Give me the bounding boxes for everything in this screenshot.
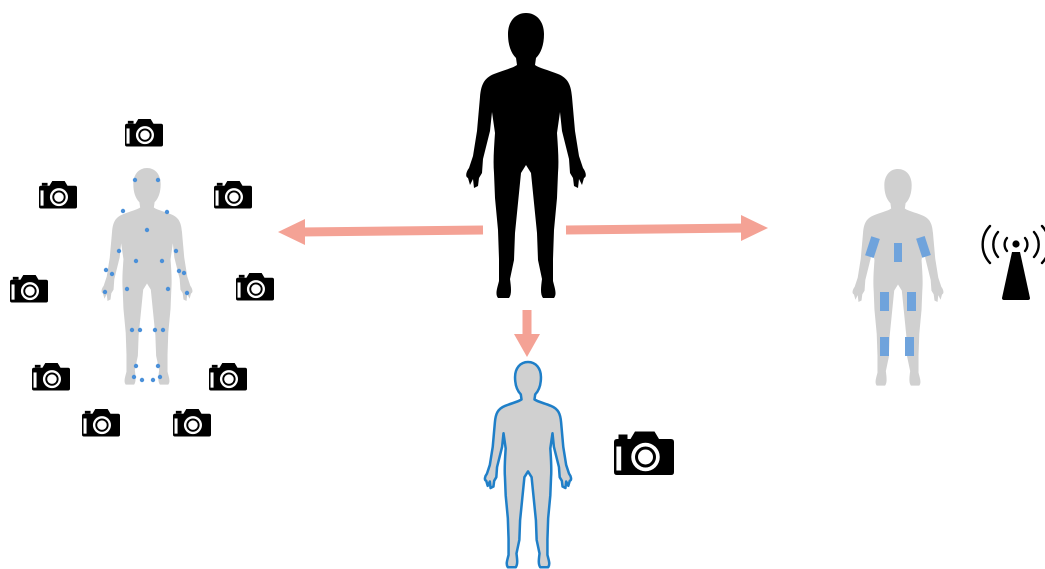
wireless-antenna-icon [983, 226, 1045, 300]
marker-dot [156, 364, 160, 368]
marker-dot [134, 259, 138, 263]
sensor-pad [907, 292, 916, 311]
marker-dot [134, 364, 138, 368]
marker-dot [104, 268, 108, 272]
marker-dot [156, 178, 160, 182]
marker-dot [103, 290, 107, 294]
marker-dot [125, 287, 129, 291]
marker-dot [151, 378, 155, 382]
camera-icon [214, 181, 252, 209]
wearable-sensor-figure [853, 169, 944, 386]
marker-dot [158, 375, 162, 379]
marker-dot [145, 228, 149, 232]
marker-based-figure [102, 168, 193, 385]
marker-dot [133, 178, 137, 182]
sensor-pad [905, 337, 914, 356]
source-human-silhouette [466, 13, 586, 298]
marker-dot [160, 259, 164, 263]
camera-icon [236, 273, 274, 301]
outline-figure [485, 362, 571, 567]
camera-icon [32, 363, 70, 391]
camera-icon [614, 432, 674, 476]
marker-dot [138, 328, 142, 332]
marker-dot [153, 328, 157, 332]
marker-dot [140, 378, 144, 382]
arrow-right [566, 215, 768, 241]
marker-dot [185, 291, 189, 295]
marker-dot [177, 269, 181, 273]
sensor-pad [894, 243, 902, 262]
marker-dot [182, 271, 186, 275]
marker-dot [166, 287, 170, 291]
marker-dot [117, 249, 121, 253]
marker-dot [130, 328, 134, 332]
camera-icon [82, 409, 120, 437]
marker-dot [174, 249, 178, 253]
marker-dot [121, 209, 125, 213]
camera-icon [39, 181, 77, 209]
camera-icon [10, 275, 48, 303]
camera-icon [125, 119, 163, 147]
sensor-pad [880, 292, 889, 311]
arrow-down [514, 310, 540, 357]
marker-dot [110, 272, 114, 276]
marker-dot [165, 210, 169, 214]
camera-icon [209, 363, 247, 391]
marker-dot [161, 328, 165, 332]
marker-dot [132, 375, 136, 379]
arrow-left [278, 219, 483, 245]
sensor-pad [880, 337, 889, 356]
camera-icon [173, 409, 211, 437]
